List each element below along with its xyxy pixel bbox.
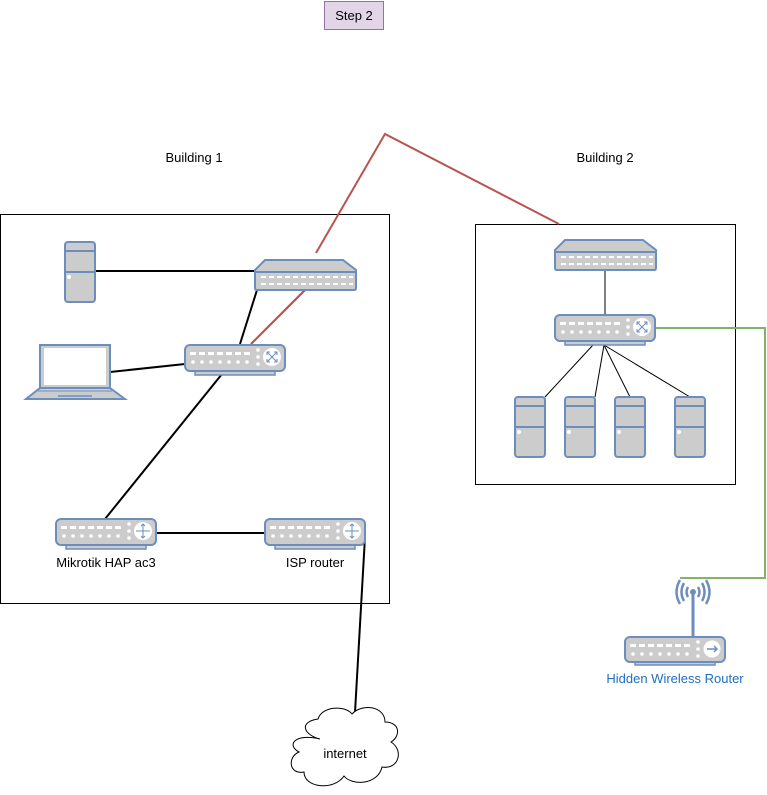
link-switch-mikrotik[interactable] [104, 373, 223, 520]
step-label[interactable]: Step 2 [324, 1, 384, 30]
link-b2switch-server1[interactable] [544, 344, 594, 398]
internet-label: internet [323, 746, 367, 761]
b2-server-4-icon[interactable] [674, 396, 706, 458]
building-1-label: Building 1 [165, 150, 223, 165]
hidden-wireless-router-label: Hidden Wireless Router [606, 671, 744, 686]
b1-hub-icon[interactable] [254, 259, 357, 291]
b2-server-3-icon[interactable] [614, 396, 646, 458]
link-b2switch-server4[interactable] [603, 344, 691, 398]
link-hub-switch[interactable] [239, 289, 258, 345]
b1-laptop-icon[interactable] [23, 344, 129, 400]
isp-router-label: ISP router [285, 555, 345, 570]
b2-hub-icon[interactable] [554, 239, 657, 271]
isp-router-icon[interactable] [265, 519, 365, 549]
internet-cloud-icon[interactable] [290, 706, 399, 787]
link-laptop-switch[interactable] [109, 363, 186, 373]
link-b2switch-server2[interactable] [594, 344, 605, 398]
b1-switch-icon[interactable] [185, 345, 285, 375]
b1-server-icon[interactable] [64, 241, 96, 303]
mikrotik-label: Mikrotik HAP ac3 [56, 555, 156, 570]
b2-server-2-icon[interactable] [564, 396, 596, 458]
link-b2switch-hidden-router[interactable] [656, 327, 766, 579]
building-2-label: Building 2 [576, 150, 634, 165]
link-isp-internet[interactable] [353, 536, 366, 731]
hidden-wireless-router-icon[interactable] [624, 579, 726, 666]
building-2-boundary[interactable] [475, 224, 736, 485]
wan-segment-2 [315, 132, 560, 254]
mikrotik-router-icon[interactable] [56, 519, 156, 549]
links [95, 132, 766, 731]
b2-switch-icon[interactable] [555, 315, 655, 345]
link-b2switch-server3[interactable] [603, 344, 631, 398]
wan-segment-1 [250, 288, 307, 345]
b2-server-1-icon[interactable] [514, 396, 546, 458]
building-1-boundary[interactable] [0, 214, 390, 604]
